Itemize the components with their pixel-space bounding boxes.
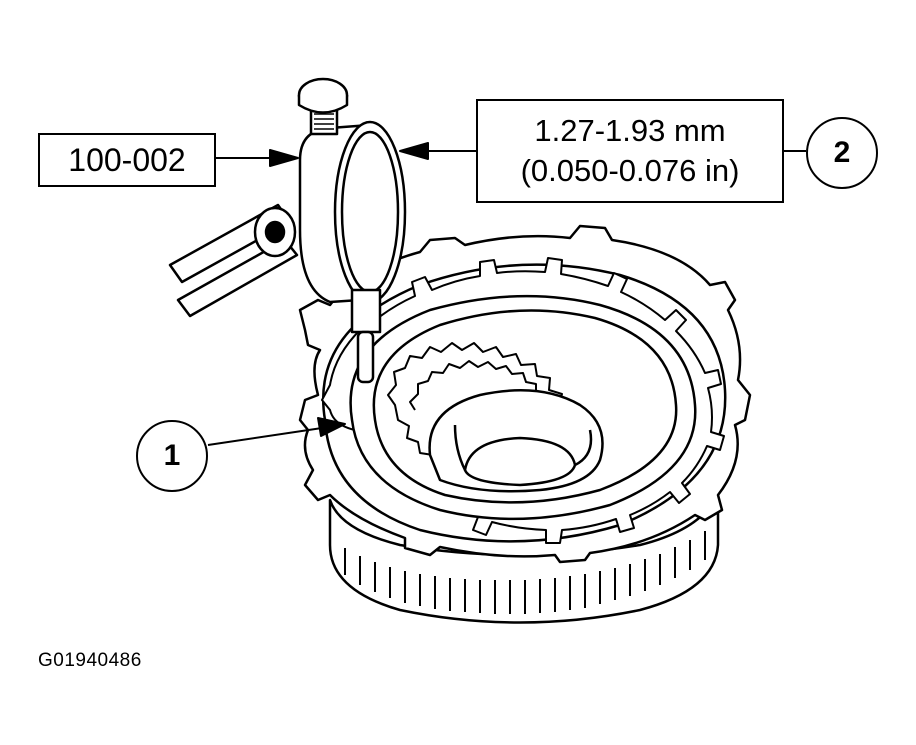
figure-id-label: G01940486 [38,650,142,671]
indicator-plunger-housing [350,288,382,334]
item-1-label: 1 [163,439,181,472]
leader-item-1-arrowhead [317,417,346,437]
leader-spec-arrowhead [399,142,429,160]
item-2-callout: 2 [806,117,878,189]
dial-indicator-tool [168,77,407,384]
hub-opening [428,389,604,493]
leader-tool-arrowhead [269,149,299,167]
cap-side [297,95,349,114]
hub-wall [453,424,593,471]
stem-thread [314,113,334,130]
tool-number-callout: 100-002 [38,133,216,187]
spec-mm-label: 1.27-1.93 mm [534,113,726,148]
spec-callout: 1.27-1.93 mm (0.050-0.076 in) [476,99,784,203]
indicator-dial-face [333,120,407,304]
leader-item-1 [207,427,323,446]
item-2-label: 2 [833,136,851,169]
spec-in-label: (0.050-0.076 in) [520,153,740,188]
inner-clutch-teeth-2 [409,360,551,416]
magnetic-base-arm-lower [176,238,299,318]
leader-lines [207,142,806,446]
pressure-plate-inner-edge [372,309,678,504]
tool-number-label: 100-002 [68,141,186,178]
arm-clamp-hole [264,220,286,244]
item-1-callout: 1 [136,420,208,492]
base-drum-teeth [344,531,706,614]
indicator-plunger [356,330,375,384]
clutch-pack-assembly [298,224,752,624]
